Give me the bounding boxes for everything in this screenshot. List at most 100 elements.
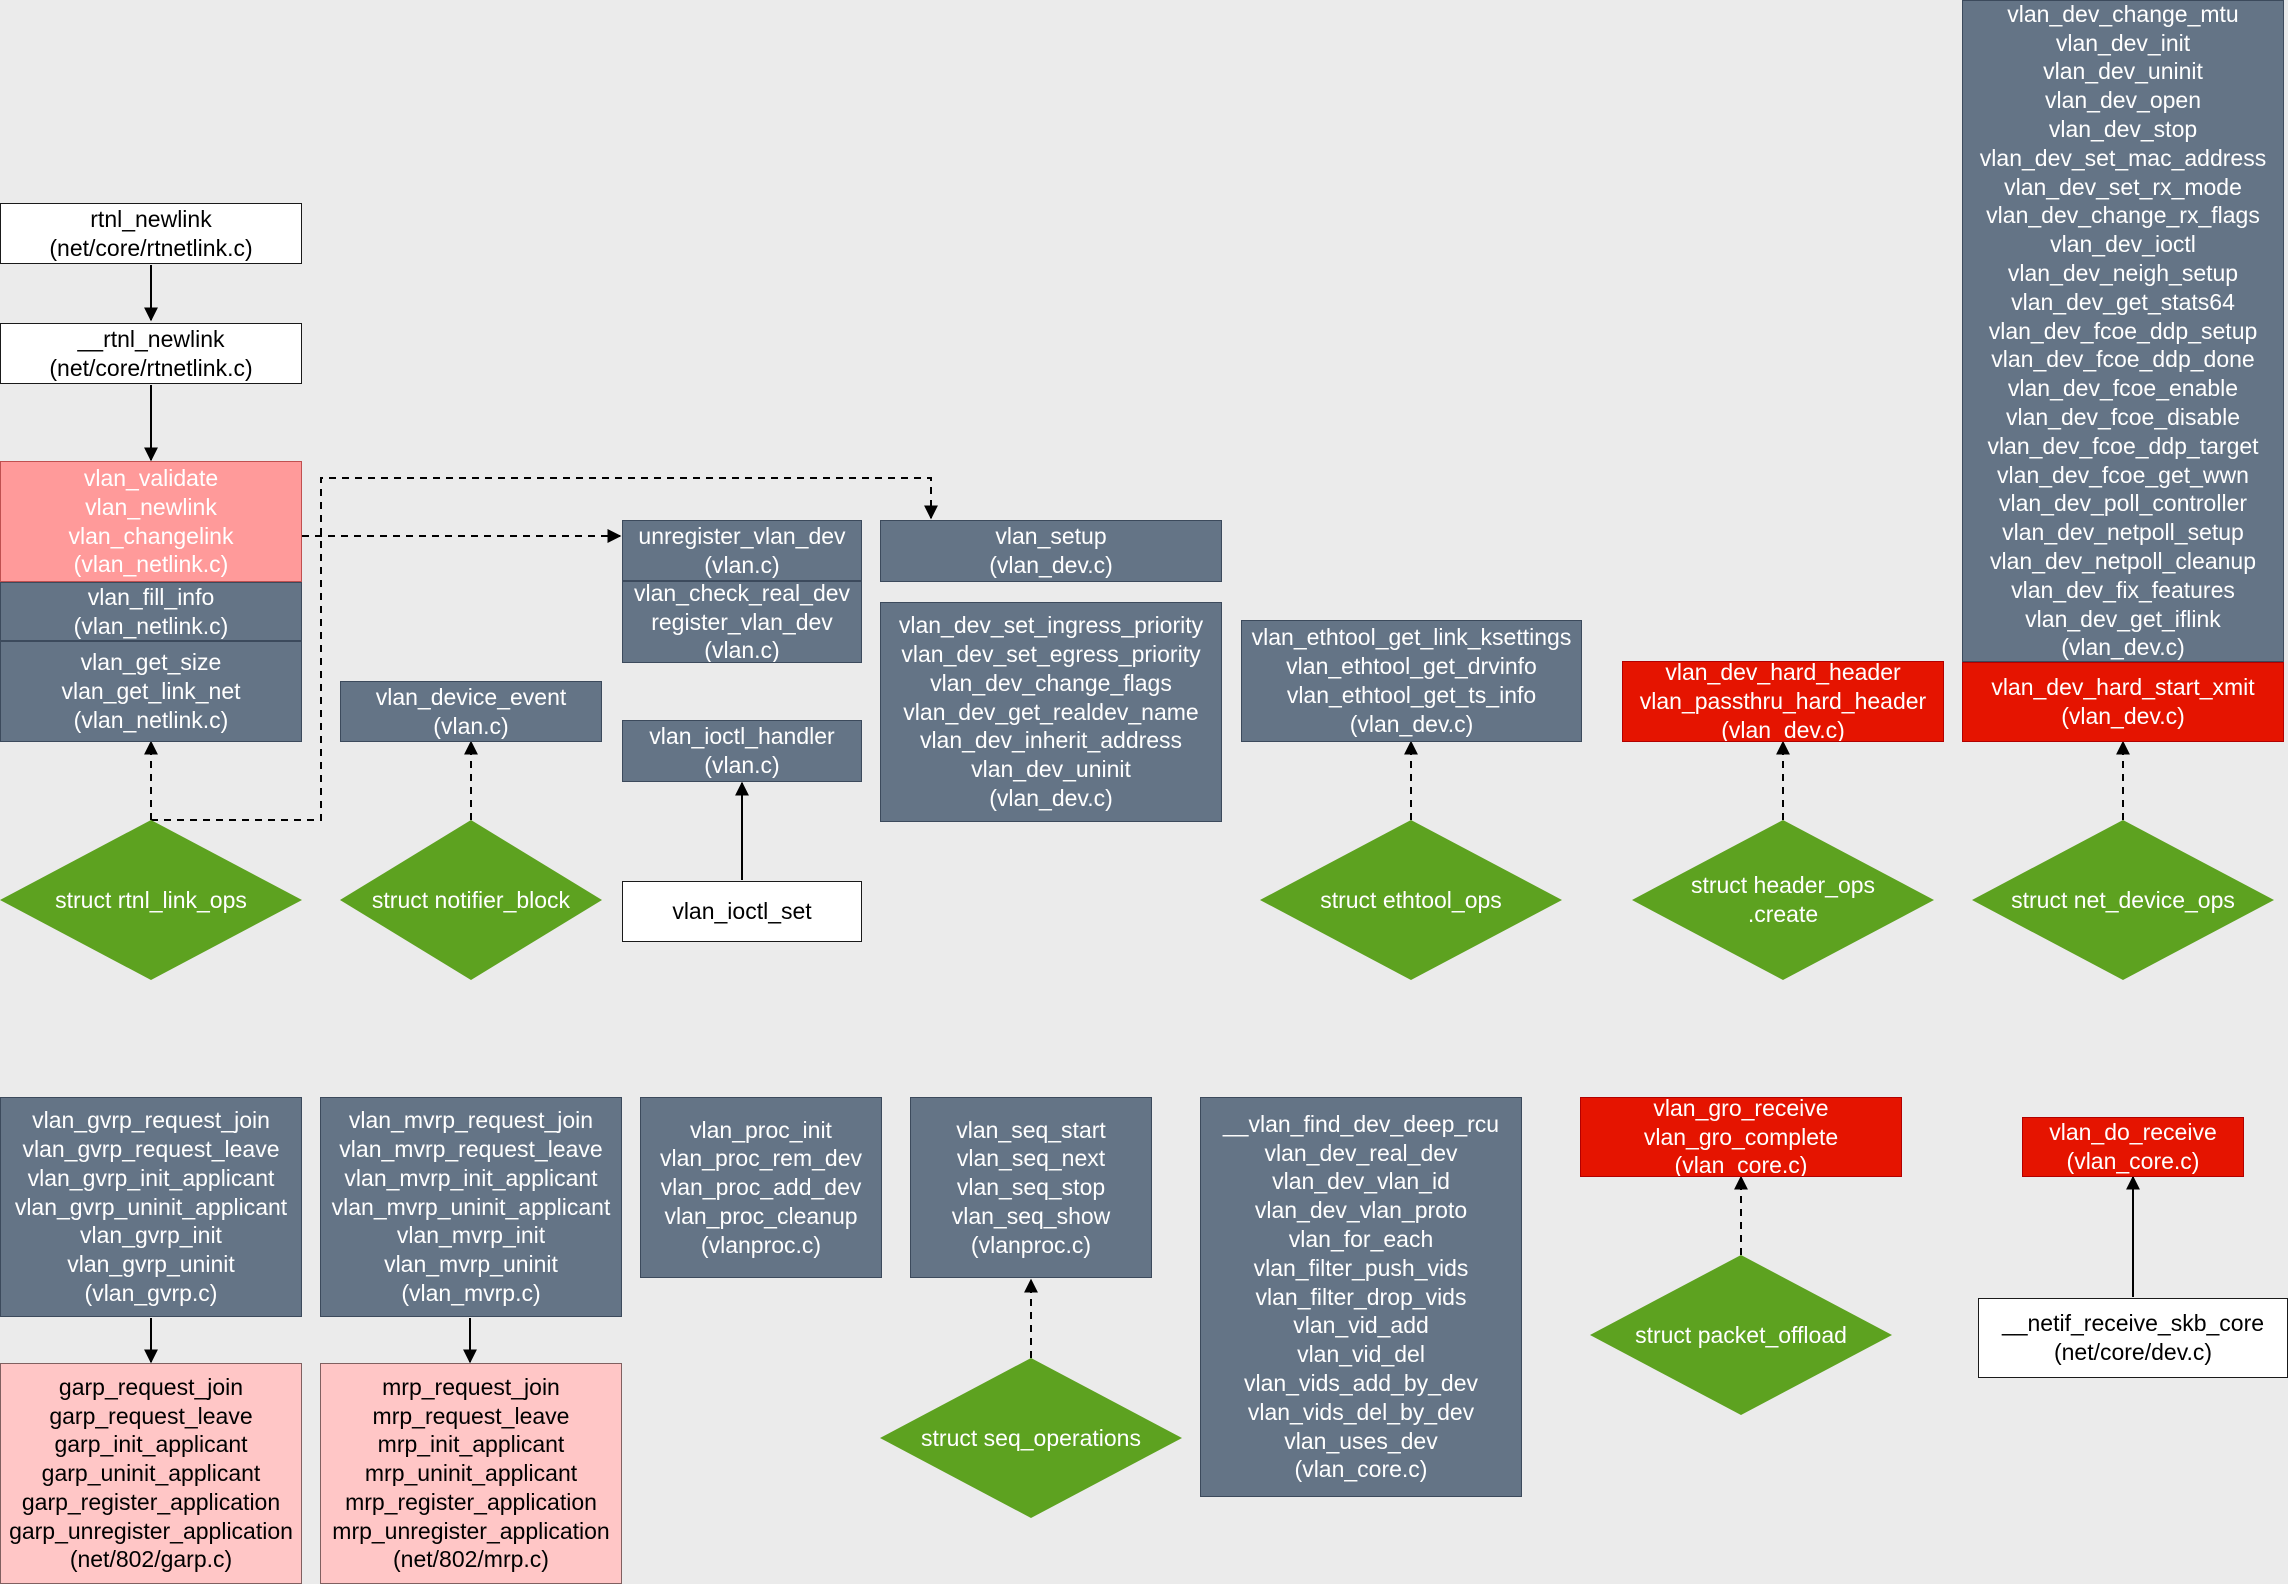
- node-label-line: vlan_ethtool_get_drvinfo: [1286, 653, 1537, 680]
- diamond-net-device-ops[interactable]: struct net_device_ops: [1972, 820, 2274, 980]
- node-vlan-do-receive[interactable]: vlan_do_receive(vlan_core.c): [2022, 1117, 2244, 1177]
- node-label-line: vlan_dev_set_egress_priority: [901, 641, 1201, 667]
- node-label-line: vlan_vid_add: [1293, 1312, 1429, 1339]
- diamond-header-ops[interactable]: struct header_ops.create: [1632, 820, 1934, 980]
- node-label-line: (vlan_dev.c): [1349, 710, 1474, 737]
- node-label-line: vlan_mvrp_request_leave: [339, 1136, 603, 1162]
- node-label-line: vlan_dev_fcoe_ddp_setup: [1988, 317, 2258, 344]
- node-label-line: (net/802/garp.c): [69, 1546, 233, 1573]
- node-vlan-setup[interactable]: vlan_setup(vlan_dev.c): [880, 520, 1222, 582]
- node-label-line: vlan_dev_get_iflink: [2025, 605, 2221, 632]
- node-label-line: vlan_vids_add_by_dev: [1243, 1369, 1478, 1396]
- node-label-line: vlan_gvrp_init_applicant: [27, 1164, 275, 1191]
- node-label-line: (net/core/rtnetlink.c): [49, 354, 253, 381]
- node-vlan-device-event[interactable]: vlan_device_event(vlan.c): [340, 681, 602, 742]
- node-label-line: struct notifier_block: [371, 886, 571, 913]
- node-label-line: (vlan_netlink.c): [73, 706, 229, 733]
- node-label-line: vlan_dev_netpoll_setup: [2002, 519, 2244, 546]
- node-label-line: vlan_device_event: [375, 683, 567, 710]
- node-label-line: (vlan_mvrp.c): [401, 1279, 541, 1306]
- node-label-line: vlan_dev_fcoe_ddp_done: [1991, 346, 2255, 373]
- node-label-line: vlan_dev_get_realdev_name: [903, 698, 1199, 725]
- node-label-line: (vlan.c): [704, 752, 780, 778]
- node-label-line: vlan_dev_uninit: [2043, 58, 2203, 85]
- node-vlan-xmit[interactable]: vlan_dev_hard_start_xmit(vlan_dev.c): [1962, 662, 2284, 742]
- node-label-line: vlan_dev_stop: [2048, 116, 2198, 143]
- node-unregister-vlan-dev[interactable]: unregister_vlan_dev(vlan.c): [622, 520, 862, 581]
- node-label-line: vlan_gvrp_request_leave: [22, 1136, 280, 1162]
- diamond-label: struct notifier_block: [340, 820, 602, 980]
- diamond-seq-operations[interactable]: struct seq_operations: [880, 1358, 1182, 1518]
- node-label-line: vlan_dev_neigh_setup: [2007, 260, 2239, 287]
- diamond-ethtool-ops[interactable]: struct ethtool_ops: [1260, 820, 1562, 980]
- node-label-line: vlan_seq_show: [951, 1202, 1111, 1229]
- diamond-packet-offload[interactable]: struct packet_offload: [1590, 1255, 1892, 1415]
- node-netif-receive-skb-core[interactable]: __netif_receive_skb_core(net/core/dev.c): [1978, 1298, 2288, 1378]
- node-label-line: __netif_receive_skb_core: [2001, 1310, 2265, 1337]
- node-label-line: (vlan_dev.c): [2061, 634, 2185, 661]
- node-label-line: vlan_dev_change_mtu: [2007, 0, 2239, 27]
- node-vlan-fill-info[interactable]: vlan_fill_info(vlan_netlink.c): [0, 582, 302, 641]
- node-label-line: vlan_seq_start: [956, 1116, 1106, 1143]
- node-label-line: vlan_dev_fcoe_ddp_target: [1987, 432, 2259, 459]
- node-label-line: __vlan_find_dev_deep_rcu: [1222, 1110, 1500, 1137]
- node-label-line: vlan_validate: [83, 464, 219, 491]
- node-label-line: vlan_mvrp_uninit: [384, 1251, 558, 1278]
- diamond-rtnl-link-ops[interactable]: struct rtnl_link_ops: [0, 820, 302, 980]
- node-label-line: vlan_do_receive: [2049, 1119, 2217, 1146]
- node-label-line: vlan_vid_del: [1297, 1341, 1425, 1368]
- diamond-label: struct rtnl_link_ops: [0, 820, 302, 980]
- node-label-line: vlan_dev_init: [2055, 29, 2191, 56]
- node-label-line: struct packet_offload: [1635, 1321, 1847, 1348]
- node-label-line: (vlan_core.c): [2066, 1148, 2200, 1174]
- node-label-line: (vlan.c): [433, 712, 509, 739]
- node-label-line: vlan_mvrp_request_join: [348, 1107, 594, 1134]
- node-vlan-ioctl-set[interactable]: vlan_ioctl_set: [622, 881, 862, 942]
- node-label-line: vlan_proc_add_dev: [660, 1174, 862, 1201]
- diamond-label: struct ethtool_ops: [1260, 820, 1562, 980]
- node-label-line: vlan_dev_set_ingress_priority: [898, 612, 1204, 639]
- diamond-label: struct seq_operations: [880, 1358, 1182, 1518]
- node-label-line: (vlanproc.c): [700, 1231, 822, 1258]
- node-label-line: vlan_passthru_hard_header: [1639, 688, 1927, 715]
- node-label-line: vlan_dev_ioctl: [2050, 231, 2196, 258]
- node-label-line: vlan_dev_set_rx_mode: [2004, 173, 2242, 200]
- node-__rtnl-newlink[interactable]: __rtnl_newlink(net/core/rtnetlink.c): [0, 323, 302, 384]
- node-label-line: vlan_proc_cleanup: [664, 1202, 858, 1229]
- node-label-line: vlan_filter_push_vids: [1253, 1254, 1469, 1281]
- node-label-line: vlan_get_link_net: [61, 678, 241, 705]
- node-label-line: vlan_dev_fcoe_get_wwn: [1997, 461, 2249, 488]
- node-label-line: vlan_dev_inherit_address: [919, 727, 1183, 754]
- node-rtnl-newlink[interactable]: rtnl_newlink(net/core/rtnetlink.c): [0, 203, 302, 264]
- node-label-line: vlan_dev_get_stats64: [2011, 288, 2235, 315]
- node-label-line: garp_uninit_applicant: [41, 1460, 261, 1487]
- node-label-line: vlan_gro_receive: [1653, 1097, 1829, 1121]
- node-label-line: struct seq_operations: [921, 1424, 1141, 1451]
- node-label-line: vlan_ethtool_get_ts_info: [1286, 682, 1537, 708]
- node-label-line: vlan_get_size: [80, 649, 222, 676]
- node-label-line: vlan_gvrp_request_join: [32, 1107, 270, 1134]
- node-vlan-ioctl-handler[interactable]: vlan_ioctl_handler(vlan.c): [622, 720, 862, 782]
- node-label-line: garp_request_join: [58, 1373, 244, 1400]
- diamond-notifier-block[interactable]: struct notifier_block: [340, 820, 602, 980]
- node-label-line: (net/core/dev.c): [2053, 1339, 2213, 1365]
- node-label-line: vlan_dev_real_dev: [1264, 1139, 1458, 1166]
- node-label-line: vlan_fill_info: [87, 583, 215, 610]
- node-label-line: vlan_check_real_dev: [633, 581, 851, 606]
- node-label-line: struct rtnl_link_ops: [55, 886, 247, 913]
